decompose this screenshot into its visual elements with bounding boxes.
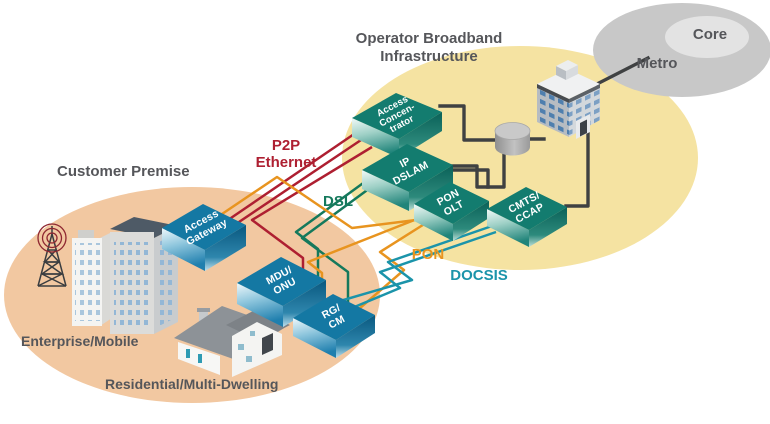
- connector-dslam-aggregation: [450, 150, 506, 189]
- antenna-tower-icon: [37, 223, 67, 287]
- connector-office-metro: [594, 55, 651, 87]
- aggregation-node-icon: [494, 122, 531, 156]
- enterprise-mobile-label: Enterprise/Mobile: [21, 333, 139, 349]
- docsis-label: DOCSIS: [450, 267, 508, 284]
- operator-zone-title: Operator Broadband: [356, 30, 503, 47]
- node-rg-cm: RG/ CM: [293, 294, 375, 358]
- node-pon-olt: PON OLT: [414, 182, 489, 241]
- p2p-ethernet-label: P2P: [272, 137, 300, 154]
- docsis-line-rg-1: [339, 224, 493, 303]
- core-zone: [665, 16, 749, 58]
- node-mdu-onu: MDU/ ONU: [237, 257, 326, 327]
- connector-concentrator-aggregation: [438, 104, 498, 142]
- enterprise-buildings-icon: [72, 217, 178, 334]
- node-cmts-ccap: CMTS/ CCAP: [487, 187, 567, 247]
- dsl-label: DSL: [323, 193, 353, 210]
- p2p-line-gateway-1: [227, 128, 361, 222]
- pon-label: PON: [412, 246, 445, 263]
- node-access-gateway: Access Gateway: [162, 204, 246, 271]
- house-icon: [174, 306, 290, 377]
- link-docsis: [339, 224, 497, 310]
- pon-line-mdu: [306, 215, 423, 281]
- pon-line-gateway: [221, 175, 425, 230]
- p2p-line-gateway-2: [232, 136, 365, 228]
- link-p2p-ethernet: [227, 128, 373, 272]
- node-access-concentrator: Access Concen- trator: [352, 93, 442, 158]
- customer-zone-title: Customer Premise: [57, 163, 190, 180]
- central-office-icon: [537, 60, 600, 139]
- p2p-ethernet-label: Ethernet: [256, 154, 317, 171]
- operator-zone-title: Infrastructure: [380, 48, 478, 65]
- docsis-line-rg-2: [351, 230, 497, 310]
- p2p-line-mdu: [250, 145, 373, 272]
- residential-label: Residential/Multi-Dwelling: [105, 376, 278, 392]
- metro-label: Metro: [637, 55, 678, 72]
- node-ip-dslam: IP DSLAM: [362, 144, 453, 211]
- ip-dslam-label: IP: [398, 155, 413, 170]
- core-label: Core: [693, 26, 727, 43]
- connector-cmts-aggregation: [564, 130, 590, 208]
